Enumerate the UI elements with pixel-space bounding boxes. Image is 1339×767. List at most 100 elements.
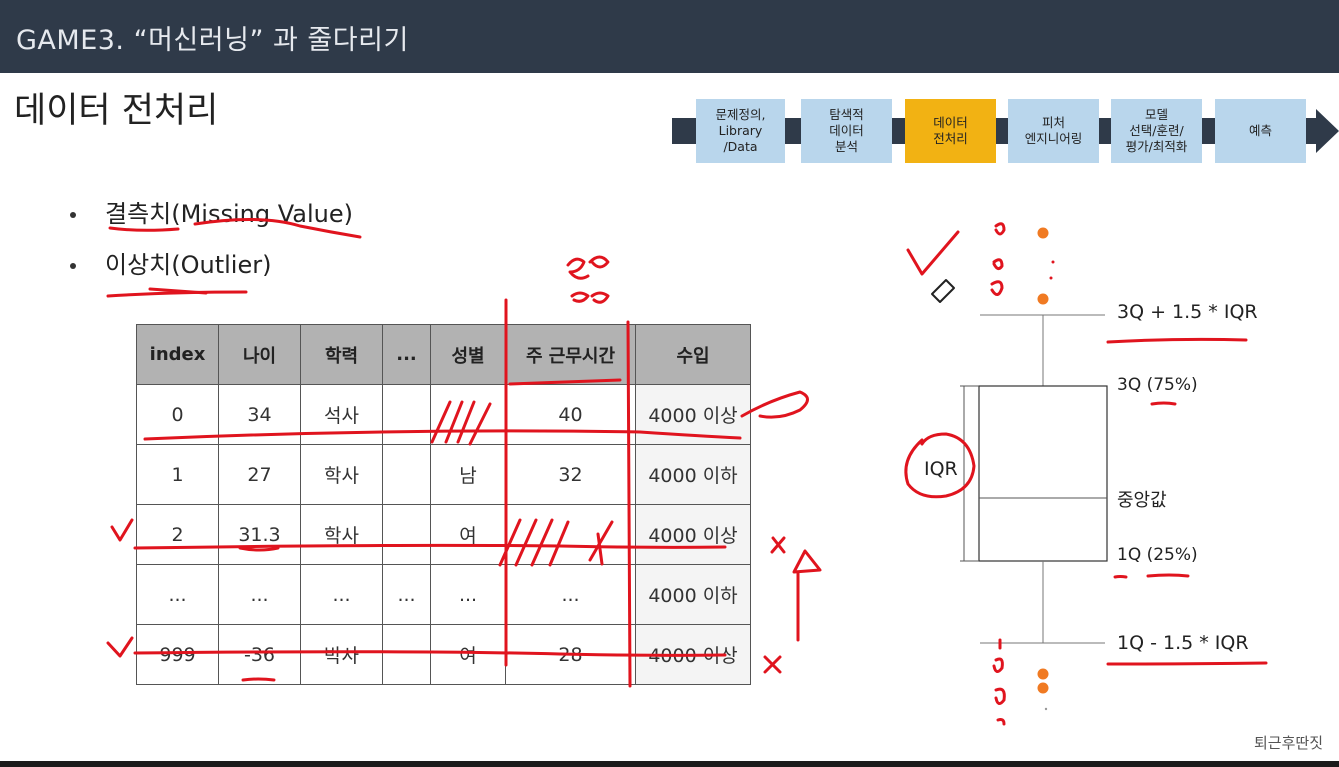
- table-cell: 여: [430, 504, 506, 565]
- underline-stroke: [1106, 661, 1268, 666]
- table-cell: [382, 504, 431, 565]
- bullet-dot-icon: [70, 263, 76, 269]
- table-cell: 학사: [300, 504, 383, 565]
- upper-fence-label: 3Q + 1.5 * IQR: [1117, 301, 1258, 323]
- column-header: 성별: [430, 324, 506, 385]
- table-cell: 27: [218, 444, 301, 505]
- outlier-point: [1037, 682, 1049, 694]
- table-row: 2 31.3 학사 여 4000 이상: [136, 504, 751, 565]
- table-row: ... ... ... ... ... ... 4000 이하: [136, 564, 751, 625]
- handwritten-mark: [994, 687, 1006, 705]
- bullet-missing-value: 결측치(Missing Value): [70, 194, 353, 229]
- table-cell: 4000 이상: [635, 504, 751, 565]
- q1-label: 1Q (25%): [1117, 545, 1198, 565]
- table-cell: 4000 이상: [635, 384, 751, 445]
- underline-stroke: [1150, 401, 1177, 406]
- table-cell: 4000 이하: [635, 564, 751, 625]
- table-cell: [430, 384, 506, 445]
- hatch-mark: [430, 400, 492, 446]
- table-cell: 4000 이상: [635, 624, 751, 685]
- underline-stroke: [193, 217, 362, 239]
- column-bracket-right: [626, 320, 632, 688]
- underline-stroke: [508, 378, 622, 386]
- slide-title: GAME3. “머신러닝” 과 줄다리기: [16, 25, 409, 56]
- handwritten-80: [566, 255, 610, 280]
- circle-mark: [740, 390, 809, 419]
- pipeline-stage-problem: 문제정의, Library /Data: [696, 99, 785, 163]
- lower-fence-label: 1Q - 1.5 * IQR: [1117, 632, 1249, 654]
- outlier-point: [1037, 293, 1049, 305]
- pipeline-stage-eda: 탐색적 데이터 분석: [801, 99, 892, 163]
- bullet-dot-icon: [70, 212, 76, 218]
- table-cell: 40: [505, 384, 636, 445]
- median-label: 중앙값: [1117, 490, 1167, 511]
- arrow-stroke: [148, 287, 208, 295]
- table-row: 1 27 학사 남 32 4000 이하: [136, 444, 751, 505]
- table-cell: ...: [430, 564, 506, 625]
- underline-stroke: [106, 290, 248, 298]
- outlier-point: [1037, 227, 1049, 239]
- table-cell: 31.3: [218, 504, 301, 565]
- watermark: 퇴근후딴짓: [1254, 734, 1324, 752]
- table-cell: [382, 384, 431, 445]
- check-mark: [110, 518, 134, 542]
- bottom-bar: [0, 761, 1339, 767]
- data-table: index 나이 학력 ... 성별 주 근무시간 수입 0 34 석사 40 …: [136, 324, 751, 685]
- pipeline-arrow-icon: [1316, 109, 1339, 153]
- handwritten-mark: [992, 258, 1004, 271]
- underline-stroke: [1113, 573, 1190, 579]
- table-cell: ...: [505, 564, 636, 625]
- underline-stroke: [241, 677, 276, 682]
- table-cell: ...: [300, 564, 383, 625]
- table-cell: 999: [136, 624, 219, 685]
- table-cell: [505, 504, 636, 565]
- table-cell: 0: [136, 384, 219, 445]
- table-cell: -36: [218, 624, 301, 685]
- pipeline-stage-model: 모델 선택/훈련/ 평가/최적화: [1111, 99, 1202, 163]
- pipeline-stage-feature-engineering: 피처 엔지니어링: [1008, 99, 1099, 163]
- iqr-label: IQR: [924, 458, 958, 480]
- title-bar: GAME3. “머신러닝” 과 줄다리기: [0, 0, 1339, 73]
- column-header: ...: [382, 324, 431, 385]
- strike-row-0: [143, 429, 742, 441]
- circle-mark: [904, 432, 976, 499]
- table-row: 999 -36 박사 여 28 4000 이상: [136, 624, 751, 685]
- table-cell: 학사: [300, 444, 383, 505]
- x-mark: [763, 655, 782, 674]
- pipeline-stage-preprocessing: 데이터 전처리: [905, 99, 996, 163]
- underline-stroke: [1106, 337, 1248, 344]
- column-header: index: [136, 324, 219, 385]
- table-cell: 남: [430, 444, 506, 505]
- pipeline-stage-predict: 예측: [1215, 99, 1306, 163]
- handwritten-mark: [994, 222, 1006, 236]
- strike-row-2: [133, 543, 727, 550]
- underline-stroke: [108, 226, 180, 232]
- hatch-mark: [498, 518, 614, 567]
- pencil-icon: [931, 279, 955, 303]
- table-cell: 4000 이하: [635, 444, 751, 505]
- handwritten-mark: [990, 280, 1004, 296]
- iqr-box: [978, 385, 1108, 562]
- table-cell: 여: [430, 624, 506, 685]
- handwritten-90: [570, 291, 610, 304]
- page-heading: 데이터 전처리: [14, 91, 219, 131]
- check-mark: [906, 230, 960, 276]
- table-cell: ...: [382, 564, 431, 625]
- table-cell: ...: [136, 564, 219, 625]
- x-mark: [770, 536, 786, 554]
- handwritten-mark: [996, 718, 1006, 726]
- q3-label: 3Q (75%): [1117, 375, 1198, 395]
- outlier-point: [1037, 668, 1049, 680]
- strike-row-4: [133, 650, 727, 657]
- arrow-head-icon: [792, 549, 822, 574]
- underline-stroke: [238, 546, 280, 552]
- table-cell: 32: [505, 444, 636, 505]
- handwritten-mark: [992, 657, 1004, 673]
- table-cell: 2: [136, 504, 219, 565]
- check-mark: [106, 636, 134, 658]
- column-header: 주 근무시간: [505, 324, 636, 385]
- bullet-outlier: 이상치(Outlier): [70, 245, 271, 280]
- table-cell: 1: [136, 444, 219, 505]
